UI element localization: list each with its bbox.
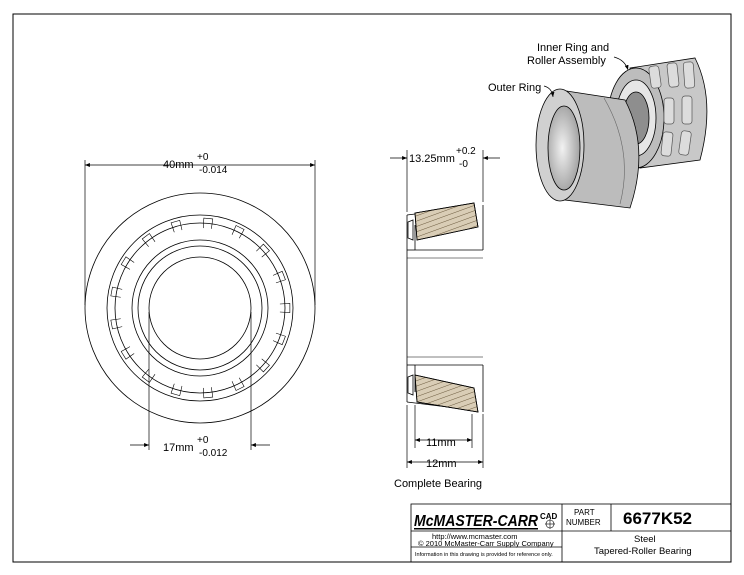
inner-ring-leader: [613, 56, 629, 71]
inner-ring-callout-line2: Roller Assembly: [527, 55, 606, 67]
outer-diameter-dimension: [84, 160, 316, 305]
cup-width-dimension: [414, 405, 473, 448]
logo-underline: [414, 528, 538, 530]
material: Steel: [634, 534, 656, 545]
roller-mark: [170, 383, 183, 397]
outer-diameter-tol-plus: +0: [197, 152, 209, 163]
roller-mark: [203, 387, 214, 399]
part-number: 6677K52: [623, 509, 692, 528]
roller-mark: [231, 377, 245, 391]
bore-diameter-tol-plus: +0: [197, 435, 209, 446]
bore-circle: [148, 256, 252, 360]
copyright: © 2010 McMaster-Carr Supply Company: [418, 539, 554, 548]
overall-width-tol-plus: +0.2: [456, 146, 476, 157]
roller-mark: [120, 346, 135, 360]
drawing-border: [12, 13, 732, 563]
outer-diameter-tol-minus: -0.014: [199, 165, 228, 176]
view-caption: Complete Bearing: [394, 478, 482, 490]
cone-rib-circle: [137, 245, 263, 371]
roller-mark: [272, 332, 286, 346]
front-view: [84, 192, 316, 424]
company-url: http://www.mcmaster.com: [432, 532, 517, 541]
overall-width-dimension: [390, 150, 500, 212]
outer-ring-3d: [535, 88, 640, 209]
roller-mark: [110, 286, 123, 298]
roller-mark: [279, 303, 291, 313]
outer-diameter-value: 40mm: [163, 159, 194, 171]
outer-ring-leader: [543, 85, 555, 98]
roller-mark: [256, 243, 270, 258]
roller-cage-marks: [110, 217, 291, 399]
cone-width-dimension: [406, 405, 484, 468]
roller-mark: [256, 358, 270, 373]
roller-mark: [120, 256, 135, 270]
roller-outer-circle: [114, 222, 286, 394]
bore-diameter-dimension: [130, 312, 270, 450]
roller-mark: [272, 270, 286, 284]
roller-mark: [110, 318, 123, 330]
isometric-illustration: [535, 57, 708, 209]
reference-notice: Information in this drawing is provided …: [415, 552, 553, 558]
cup-inner-circle: [106, 214, 294, 402]
overall-width-tol-minus: -0: [459, 159, 468, 170]
cone-outer-circle: [131, 239, 269, 377]
company-logo: McMASTER-CARR: [414, 513, 538, 530]
cup-width-value: 11mm: [426, 437, 456, 449]
roller-mark: [141, 369, 156, 383]
overall-width-value: 13.25mm: [409, 153, 455, 165]
roller-mark: [231, 225, 245, 239]
outer-ring-circle: [84, 192, 316, 424]
section-rollers: [407, 202, 479, 413]
part-number-label-2: NUMBER: [566, 518, 601, 527]
part-number-label-1: PART: [574, 508, 595, 517]
part-description: Tapered-Roller Bearing: [594, 546, 692, 557]
roller-mark: [170, 219, 183, 233]
inner-ring-callout-line1: Inner Ring and: [537, 42, 609, 54]
title-block: [410, 503, 732, 563]
roller-mark: [203, 217, 214, 229]
bore-diameter-value: 17mm: [163, 442, 194, 454]
bore-diameter-tol-minus: -0.012: [199, 448, 228, 459]
roller-mark: [141, 233, 156, 247]
cone-width-value: 12mm: [426, 458, 457, 470]
outer-ring-callout: Outer Ring: [488, 82, 541, 94]
cad-mark: CAD: [540, 512, 558, 521]
